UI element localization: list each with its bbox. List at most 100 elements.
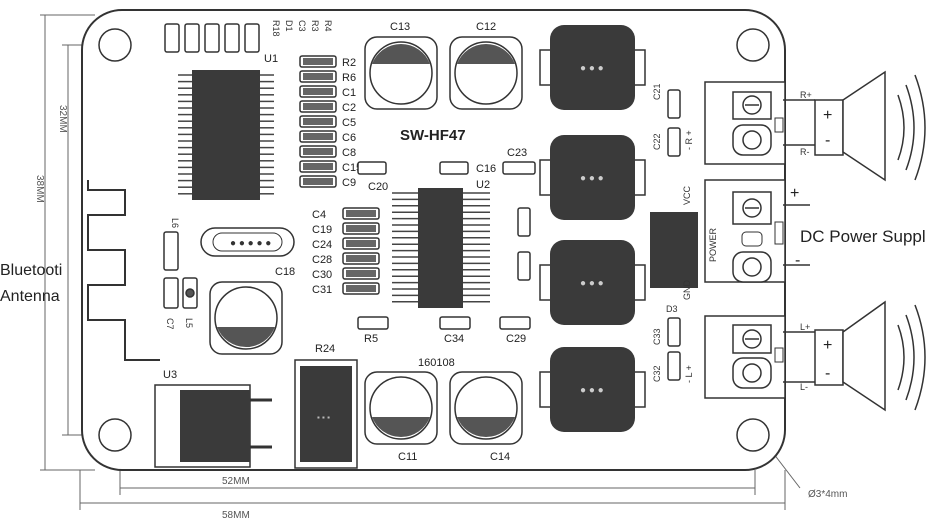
inductor: ● ● ● <box>539 135 646 220</box>
left-small-parts <box>163 231 198 309</box>
antenna-trace <box>87 180 160 361</box>
cap-c18 <box>209 281 283 355</box>
u3-regulator <box>154 384 272 468</box>
terminal-left-label: - L + <box>684 365 694 383</box>
cap-c11 <box>364 371 438 445</box>
u1-column-label: R2 <box>342 57 356 69</box>
speaker-left <box>783 300 926 412</box>
svg-text:● ● ●: ● ● ● <box>580 173 604 184</box>
u2-chip <box>392 188 490 308</box>
u1-column-label: R6 <box>342 72 356 84</box>
u1-column-label: C9 <box>342 177 356 189</box>
label-c12: C12 <box>476 21 496 33</box>
label-c16: C16 <box>476 163 496 175</box>
svg-text:● ● ●: ● ● ● <box>580 385 604 396</box>
speaker-left-tag-minus: L- <box>800 382 808 392</box>
speaker-right-tag-minus: R- <box>800 147 810 157</box>
top-component-row <box>164 23 260 53</box>
dc-minus: - <box>795 252 800 269</box>
u2-column-label: C31 <box>312 284 332 296</box>
cap-c14 <box>449 371 523 445</box>
u2-column-label: C24 <box>312 239 332 251</box>
speaker-right-tag-plus: R+ <box>800 90 812 100</box>
terminal-right <box>704 81 786 165</box>
u1-column-label: C5 <box>342 117 356 129</box>
top-component-label: D1 <box>284 20 294 32</box>
dim-width-outer: 58MM <box>222 510 250 521</box>
board-model: SW-HF47 <box>400 127 466 144</box>
label-c21: C21 <box>652 83 662 100</box>
power-diode <box>650 212 698 288</box>
u2-bottom-parts <box>357 316 531 330</box>
inductor: ● ● ● <box>539 347 646 432</box>
dim-width-inner: 52MM <box>222 476 250 487</box>
svg-text:● ● ●: ● ● ● <box>580 278 604 289</box>
speaker-right <box>783 70 926 182</box>
speaker-left-minus: - <box>825 365 830 382</box>
resistor-r24: ▪ ▪ ▪ <box>294 359 358 469</box>
top-component-label: R18 <box>271 20 281 37</box>
speaker-left-tag-plus: L+ <box>800 322 810 332</box>
label-l6: L6 <box>170 218 180 228</box>
label-c18: C18 <box>275 266 295 278</box>
inductor: ● ● ● <box>539 25 646 110</box>
top-component-label: R4 <box>323 20 333 32</box>
speaker-left-plus: + <box>823 337 832 354</box>
svg-text:● ● ●: ● ● ● <box>580 63 604 74</box>
label-c34: C34 <box>444 333 464 345</box>
label-c14: C14 <box>490 451 510 463</box>
label-c20: C20 <box>368 181 388 193</box>
dc-power-label: DC Power Suppl <box>800 227 926 246</box>
terminal-power <box>704 179 786 283</box>
dc-plus: + <box>790 185 799 202</box>
board-date-code: 160108 <box>418 357 455 369</box>
svg-text:● ● ● ● ●: ● ● ● ● ● <box>230 238 271 249</box>
u1-column-label: C1 <box>342 87 356 99</box>
label-r24: R24 <box>315 343 335 355</box>
label-c33: C33 <box>652 328 662 345</box>
label-l5: L5 <box>184 318 194 328</box>
label-c29: C29 <box>506 333 526 345</box>
label-c13: C13 <box>390 21 410 33</box>
u2-column-label: C19 <box>312 224 332 236</box>
label-c23: C23 <box>507 147 527 159</box>
cap-c12 <box>449 36 523 110</box>
inductor: ● ● ● <box>539 240 646 325</box>
svg-text:▪ ▪ ▪: ▪ ▪ ▪ <box>317 413 330 422</box>
antenna-label-line2: Antenna <box>0 288 60 305</box>
u2-label: U2 <box>476 179 490 191</box>
top-component-label: C3 <box>297 20 307 32</box>
u1-column-label: C8 <box>342 147 356 159</box>
antenna-label-line1: Bluetooti <box>0 262 62 279</box>
speaker-right-minus: - <box>825 132 830 149</box>
crystal: ● ● ● ● ● <box>200 227 295 257</box>
label-d3: D3 <box>666 304 678 314</box>
terminal-gnd-label: GND <box>682 280 692 301</box>
dim-hole: Ø3*4mm <box>808 489 847 500</box>
u2-column-label: C28 <box>312 254 332 266</box>
u1-chip <box>178 70 274 200</box>
label-c22: C22 <box>652 133 662 150</box>
label-c7: C7 <box>165 318 175 330</box>
u1-column-label: C6 <box>342 132 356 144</box>
u2-top-parts <box>357 161 536 281</box>
u2-column-label: C4 <box>312 209 326 221</box>
dim-height-inner: 32MM <box>57 105 68 133</box>
right-small-parts <box>667 89 681 381</box>
terminal-left <box>704 315 786 399</box>
label-r5: R5 <box>364 333 378 345</box>
terminal-right-label: - R + <box>684 130 694 150</box>
u1-column-label: C2 <box>342 102 356 114</box>
dim-height-outer: 38MM <box>34 175 45 203</box>
mounting-holes <box>98 28 770 452</box>
u1-label: U1 <box>264 53 278 65</box>
u3-label: U3 <box>163 369 177 381</box>
terminal-vcc-label: VCC <box>682 185 692 205</box>
cap-c13 <box>364 36 438 110</box>
speaker-right-plus: + <box>823 107 832 124</box>
label-c32: C32 <box>652 365 662 382</box>
u2-column-label: C30 <box>312 269 332 281</box>
